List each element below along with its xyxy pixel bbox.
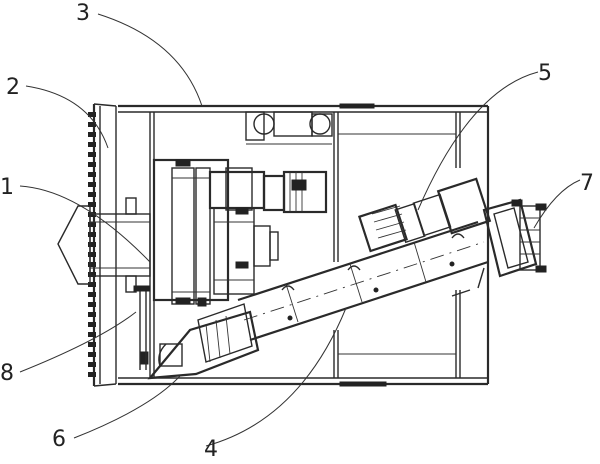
label-part-6: 6: [52, 427, 66, 452]
cutter-tooth: [88, 232, 96, 237]
cutter-tooth: [88, 372, 96, 377]
cutter-tooth: [88, 172, 96, 177]
cutter-tooth: [88, 272, 96, 277]
leader-lines: [19, 13, 581, 447]
cutter-tooth: [88, 302, 96, 307]
main-drive-assembly: [152, 111, 333, 307]
cutter-tooth: [88, 342, 96, 347]
discharge-flange: [477, 198, 547, 289]
cutter-tooth: [88, 262, 96, 267]
cutter-tooth: [88, 252, 96, 257]
label-part-7: 7: [580, 171, 594, 196]
label-part-5: 5: [538, 61, 552, 86]
cutter-tooth: [88, 322, 96, 327]
label-part-2: 2: [6, 75, 20, 100]
cutter-tooth: [88, 112, 96, 117]
upper-motor: [357, 177, 492, 253]
cutter-tooth: [88, 362, 96, 367]
label-part-3: 3: [76, 1, 90, 26]
cutter-tooth: [88, 192, 96, 197]
cutter-tooth: [88, 152, 96, 157]
label-part-1: 1: [0, 175, 14, 200]
cutter-tooth: [88, 222, 96, 227]
cutter-tooth: [88, 282, 96, 287]
cutter-teeth: [88, 112, 96, 377]
cutter-tooth: [88, 312, 96, 317]
cutter-tooth: [88, 142, 96, 147]
feed-hopper: [139, 303, 260, 380]
cutter-tooth: [88, 202, 96, 207]
cutter-tooth: [88, 292, 96, 297]
cutter-head: [57, 103, 151, 387]
cutter-tooth: [88, 162, 96, 167]
cutter-tooth: [88, 132, 96, 137]
cutter-tooth: [88, 332, 96, 337]
label-part-8: 8: [0, 361, 14, 386]
cutter-tooth: [88, 182, 96, 187]
label-part-4: 4: [204, 437, 218, 462]
cutter-tooth: [88, 352, 96, 357]
cutter-tooth: [88, 122, 96, 127]
cutter-tooth: [88, 242, 96, 247]
screw-conveyor: [237, 220, 489, 342]
side-rails: [133, 285, 151, 370]
